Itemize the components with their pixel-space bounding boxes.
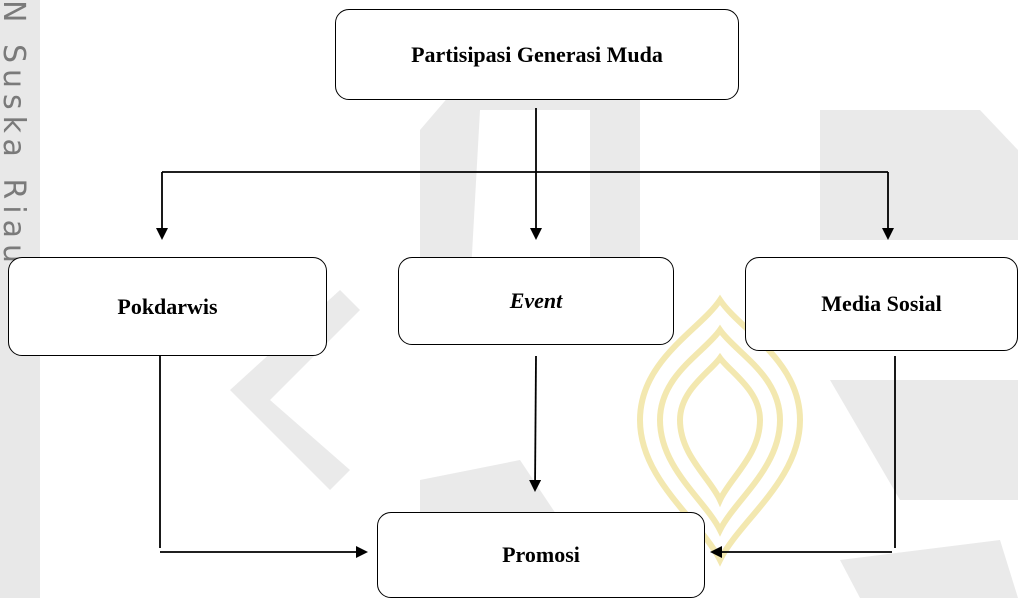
- watermark-shape-4: [830, 380, 1018, 500]
- watermark-shape-1: [420, 60, 640, 290]
- node-label: Partisipasi Generasi Muda: [411, 41, 663, 67]
- watermark-shape-6: [840, 540, 1018, 598]
- node-media-sosial: Media Sosial: [745, 257, 1018, 351]
- node-label: Event: [509, 288, 563, 313]
- connectors: [156, 108, 896, 558]
- node-promosi: Promosi: [377, 512, 705, 598]
- node-label: Pokdarwis: [117, 293, 218, 319]
- node-pokdarwis: Pokdarwis: [8, 257, 327, 356]
- watermark-shape-3: [230, 290, 360, 490]
- node-label: Promosi: [502, 542, 580, 567]
- edge-event-to-promosi: [529, 355, 542, 492]
- watermark-shape-2: [820, 110, 1018, 240]
- node-event: Event: [398, 257, 674, 345]
- node-partisipasi-generasi-muda: Partisipasi Generasi Muda: [335, 9, 739, 100]
- node-label: Media Sosial: [821, 291, 942, 316]
- watermark-side-text: N Suska Riau: [0, 0, 31, 270]
